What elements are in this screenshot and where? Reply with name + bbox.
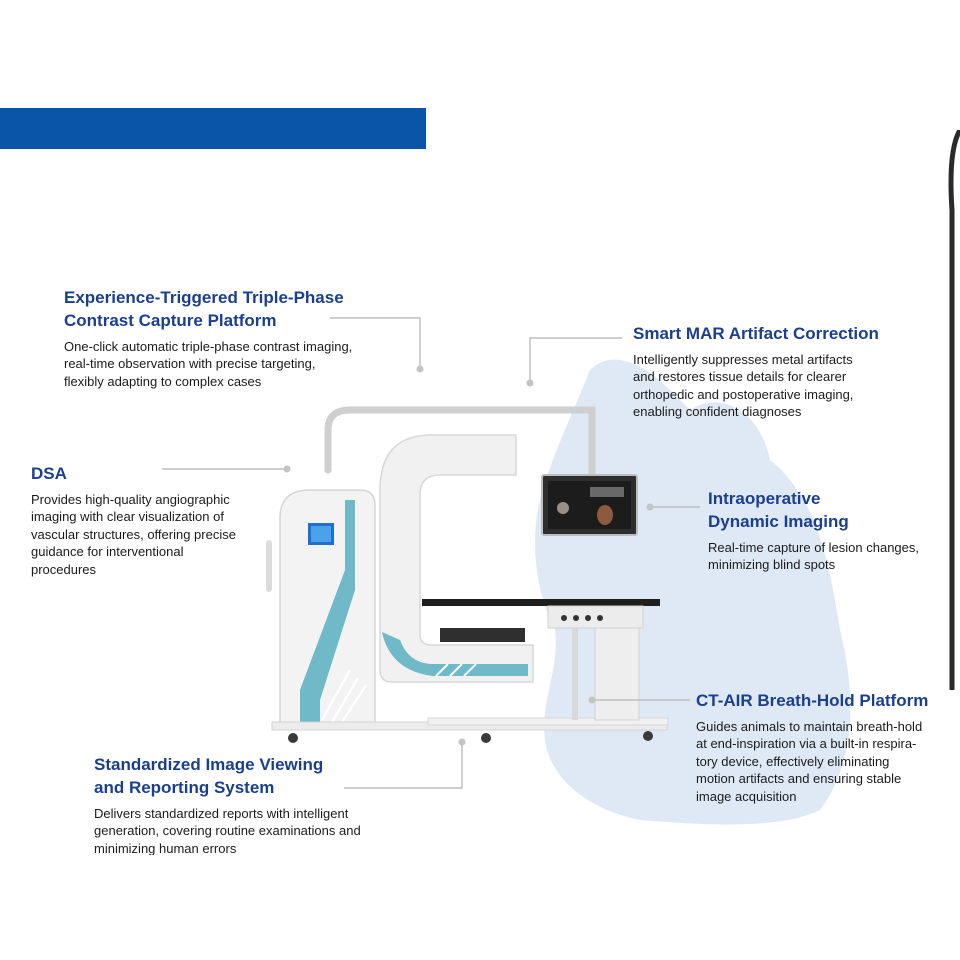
callout-body: Real-time capture of lesion changes, min… bbox=[708, 539, 948, 574]
body-line: orthopedic and postoperative imaging, bbox=[633, 386, 854, 402]
body-line: generation, covering routine examination… bbox=[94, 823, 361, 839]
body-line: imaging with clear visualization of bbox=[31, 509, 224, 525]
header-accent-bar bbox=[0, 108, 426, 149]
callout-reporting-system: Standardized Image Viewing and Reporting… bbox=[94, 753, 414, 857]
callout-title: Intraoperative Dynamic Imaging bbox=[708, 487, 948, 533]
body-line: Intelligently suppresses metal artifacts bbox=[633, 352, 853, 367]
body-line: minimizing blind spots bbox=[708, 557, 836, 573]
body-line: enabling confident diagnoses bbox=[633, 404, 802, 420]
title-line: Intraoperative bbox=[708, 489, 821, 508]
callout-body: Provides high-quality angiographic imagi… bbox=[31, 491, 271, 578]
body-line: real-time observation with precise targe… bbox=[64, 356, 316, 372]
callout-ct-air: CT-AIR Breath-Hold Platform Guides anima… bbox=[696, 689, 956, 805]
callout-title: Smart MAR Artifact Correction bbox=[633, 322, 933, 345]
title-line: Contrast Capture Platform bbox=[64, 311, 277, 330]
edge-curve-decoration bbox=[948, 130, 960, 690]
callout-intraoperative: Intraoperative Dynamic Imaging Real-time… bbox=[708, 487, 948, 574]
body-line: flexibly adapting to complex cases bbox=[64, 373, 262, 389]
callout-dsa: DSA Provides high-quality angiographic i… bbox=[31, 462, 271, 578]
body-line: and restores tissue details for clearer bbox=[633, 369, 847, 385]
body-line: procedures bbox=[31, 561, 97, 577]
callout-title: Standardized Image Viewing and Reporting… bbox=[94, 753, 414, 799]
callout-title: Experience-Triggered Triple-Phase Contra… bbox=[64, 286, 404, 332]
title-line: Standardized Image Viewing bbox=[94, 755, 324, 774]
body-line: One-click automatic triple-phase contras… bbox=[64, 339, 353, 354]
callout-body: One-click automatic triple-phase contras… bbox=[64, 338, 404, 390]
title-line: Smart MAR Artifact Correction bbox=[633, 324, 879, 343]
body-line: Delivers standardized reports with intel… bbox=[94, 806, 349, 821]
title-line: DSA bbox=[31, 464, 67, 483]
body-line: minimizing human errors bbox=[94, 840, 237, 856]
title-line: Experience-Triggered Triple-Phase bbox=[64, 288, 344, 307]
title-line: and Reporting System bbox=[94, 778, 275, 797]
imaging-device-icon bbox=[266, 406, 669, 743]
body-line: motion artifacts and ensuring stable bbox=[696, 771, 902, 787]
body-line: vascular structures, offering precise bbox=[31, 526, 236, 542]
callout-title: DSA bbox=[31, 462, 271, 485]
body-line: image acquisition bbox=[696, 788, 797, 804]
body-line: Real-time capture of lesion changes, bbox=[708, 540, 920, 555]
callout-body: Intelligently suppresses metal artifacts… bbox=[633, 351, 933, 421]
callout-triple-phase: Experience-Triggered Triple-Phase Contra… bbox=[64, 286, 404, 390]
callout-body: Guides animals to maintain breath-hold a… bbox=[696, 718, 956, 805]
title-line: Dynamic Imaging bbox=[708, 512, 849, 531]
callout-smart-mar: Smart MAR Artifact Correction Intelligen… bbox=[633, 322, 933, 421]
bottom-margin bbox=[0, 855, 960, 960]
body-line: Guides animals to maintain breath-hold bbox=[696, 719, 923, 734]
callout-body: Delivers standardized reports with intel… bbox=[94, 805, 414, 857]
title-line: CT-AIR Breath-Hold Platform bbox=[696, 691, 929, 710]
callout-title: CT-AIR Breath-Hold Platform bbox=[696, 689, 956, 712]
body-line: tory device, effectively eliminating bbox=[696, 753, 890, 769]
body-line: Provides high-quality angiographic bbox=[31, 492, 230, 507]
body-line: at end-inspiration via a built-in respir… bbox=[696, 736, 917, 752]
body-line: guidance for interventional bbox=[31, 544, 184, 560]
